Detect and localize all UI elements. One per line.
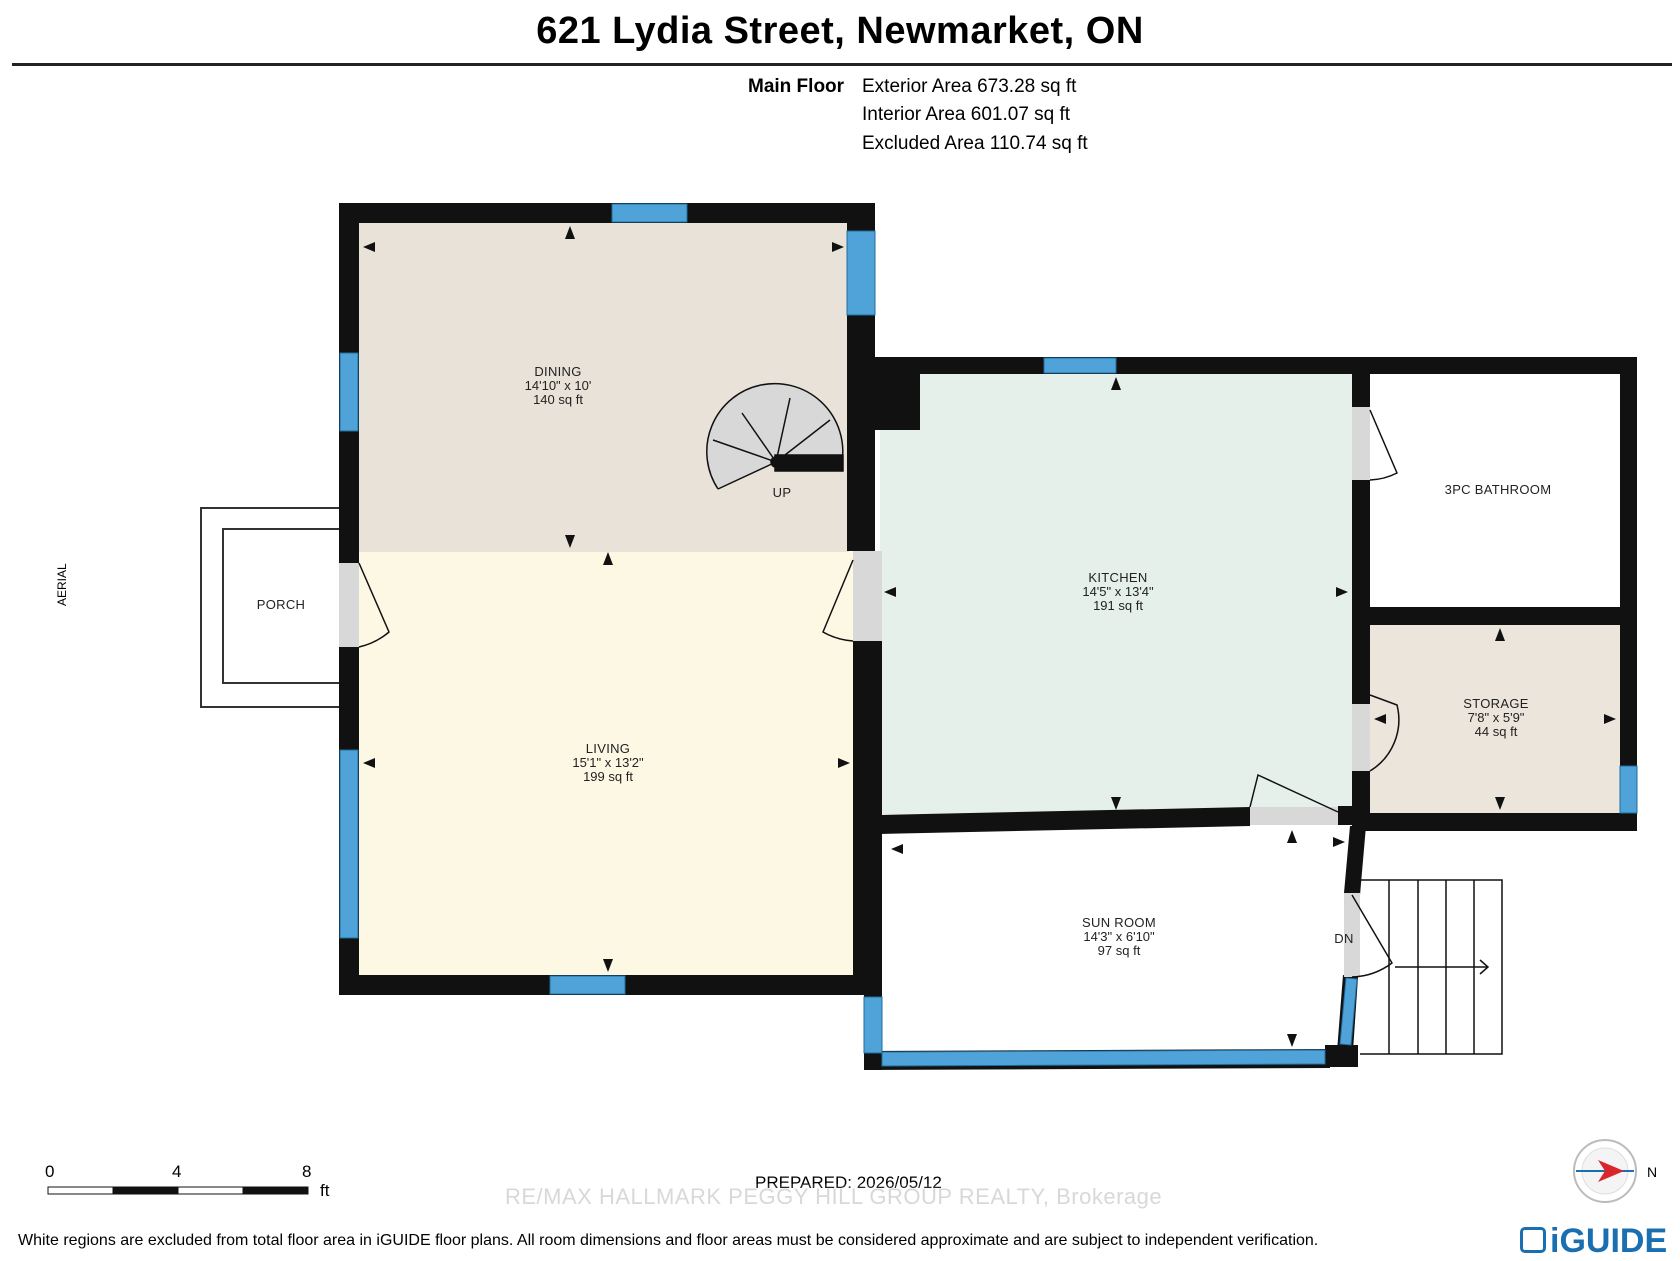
storage-area: 44 sq ft [1475, 724, 1518, 739]
storage-label: STORAGE 7'8" x 5'9" 44 sq ft [1463, 696, 1528, 739]
spiral-staircase [706, 382, 844, 490]
scale-label-8: 8 [302, 1162, 312, 1181]
exterior-area: Exterior Area 673.28 sq ft [862, 76, 1077, 97]
scale-label-0: 0 [45, 1162, 55, 1181]
kitchen-room-fill [880, 373, 1354, 814]
scale-bar [47, 1186, 309, 1195]
title-divider [12, 63, 1672, 66]
kitchen-label: KITCHEN 14'5" x 13'4" 191 sq ft [1082, 570, 1154, 613]
storage-room-fill [1370, 624, 1620, 814]
disclaimer-note: White regions are excluded from total fl… [18, 1232, 1319, 1249]
brokerage-watermark: RE/MAX HALLMARK PEGGY HILL GROUP REALTY,… [505, 1184, 1163, 1210]
bathroom-name: 3PC BATHROOM [1445, 482, 1552, 497]
living-dims: 15'1" x 13'2" [572, 755, 644, 770]
page-title: 621 Lydia Street, Newmarket, ON [536, 10, 1144, 52]
scale-label-4: 4 [172, 1162, 182, 1181]
dining-dims: 14'10" x 10' [525, 378, 592, 393]
living-area: 199 sq ft [583, 769, 633, 784]
sunroom-area: 97 sq ft [1098, 943, 1141, 958]
living-room-fill [359, 552, 853, 977]
iguide-logo: iGUIDE [1520, 1222, 1667, 1261]
dimension-arrows [363, 226, 1616, 1047]
porch-name: PORCH [257, 597, 305, 612]
dining-name: DINING [534, 364, 581, 379]
kitchen-dims: 14'5" x 13'4" [1082, 584, 1154, 599]
exterior-stairs [1360, 879, 1503, 1055]
living-name: LIVING [586, 741, 630, 756]
prepared-date: PREPARED: 2026/05/12 [755, 1173, 942, 1192]
kitchen-area: 191 sq ft [1093, 598, 1143, 613]
kitchen-name: KITCHEN [1088, 570, 1147, 585]
sunroom-dims: 14'3" x 6'10" [1083, 929, 1155, 944]
sunroom-label: SUN ROOM 14'3" x 6'10" 97 sq ft [1082, 915, 1156, 958]
interior-area: Interior Area 601.07 sq ft [862, 104, 1071, 125]
storage-dims: 7'8" x 5'9" [1468, 710, 1525, 725]
stair-down-label: DN [1334, 931, 1353, 946]
sunroom-name: SUN ROOM [1082, 915, 1156, 930]
dining-label: DINING 14'10" x 10' 140 sq ft [525, 364, 592, 407]
dining-area: 140 sq ft [533, 392, 583, 407]
scale-unit: ft [320, 1181, 330, 1200]
iguide-brand-text: iGUIDE [1550, 1222, 1668, 1260]
compass-icon [1573, 1139, 1637, 1203]
living-label: LIVING 15'1" x 13'2" 199 sq ft [572, 741, 644, 784]
doors [339, 407, 1400, 978]
storage-name: STORAGE [1463, 696, 1528, 711]
windows [339, 203, 1638, 1067]
excluded-area: Excluded Area 110.74 sq ft [862, 133, 1088, 154]
stair-up-label: UP [773, 485, 792, 500]
iguide-logo-icon [1520, 1227, 1546, 1254]
compass-north-label: N [1647, 1164, 1657, 1180]
aerial-label: AERIAL [55, 563, 69, 606]
floor-name: Main Floor [748, 76, 845, 97]
